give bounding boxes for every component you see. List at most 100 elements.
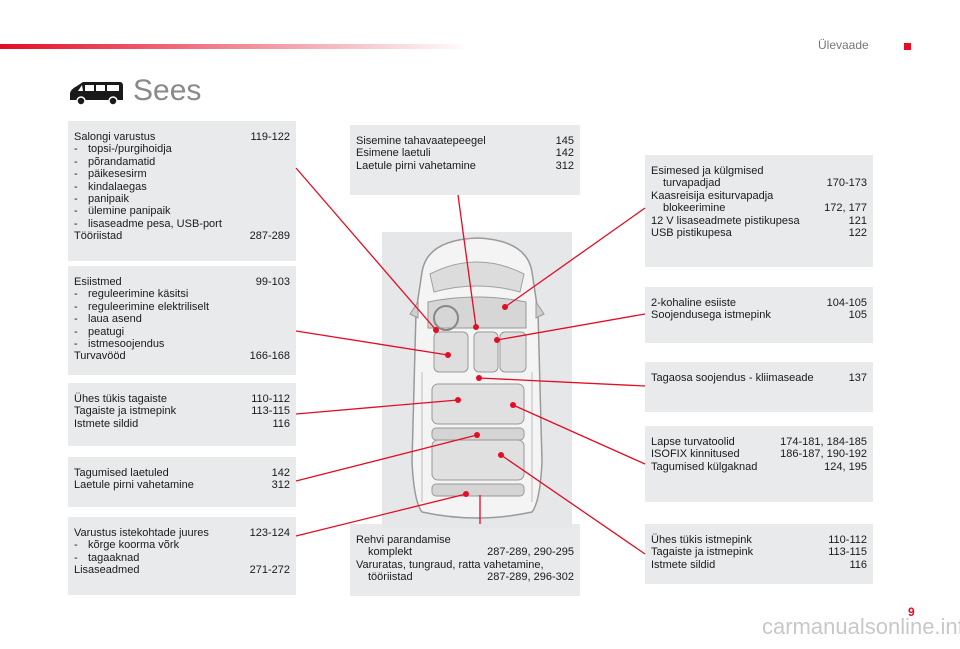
bullet-dash: - xyxy=(74,143,78,156)
sub-item: -laua asend xyxy=(74,313,290,325)
entry-row: Kaasreisija esiturvapadja xyxy=(651,190,867,202)
sub-item: -topsi-/purgihoidja xyxy=(74,143,290,155)
sub-item: -tagaaknad xyxy=(74,552,290,564)
bullet-dash: - xyxy=(74,338,78,351)
entry-label: Varustus istekohtade juures xyxy=(74,527,209,539)
page-reference: 113-115 xyxy=(251,405,290,418)
entry-label: Esimesed ja külgmised xyxy=(651,165,764,177)
page-reference: 312 xyxy=(271,479,290,492)
sub-item-label: lisaseadme pesa, USB-port xyxy=(88,217,222,230)
page-reference: 287-289 xyxy=(249,230,290,243)
sub-item: -ülemine panipaik xyxy=(74,205,290,217)
sub-item-label: topsi-/purgihoidja xyxy=(88,143,172,156)
page-reference: 104-105 xyxy=(826,297,867,309)
entry-row: Rehvi parandamise xyxy=(356,534,574,546)
page-reference: 287-289, 296-302 xyxy=(487,571,574,584)
page-reference: 116 xyxy=(849,558,867,571)
entry-row: USB pistikupesa 122 xyxy=(651,227,867,239)
entry-label: turvapadjad xyxy=(663,177,721,190)
entry-label: Istmete sildid xyxy=(651,558,716,571)
entry-label: ISOFIX kinnitused xyxy=(651,448,740,461)
entry-row: Laetule pirni vahetamine 312 xyxy=(356,160,574,172)
sub-item: -istmesoojendus xyxy=(74,338,290,350)
page-reference: 123-124 xyxy=(249,527,290,539)
section-label: Ülevaade xyxy=(818,38,869,52)
sub-item-label: reguleerimine elektriliselt xyxy=(88,300,210,313)
page-reference: 174-181, 184-185 xyxy=(780,436,867,448)
entry-label: Ühes tükis istmepink xyxy=(651,534,752,546)
entry-label: tööriistad xyxy=(368,571,413,584)
page-reference: 122 xyxy=(848,227,867,240)
page-reference: 172, 177 xyxy=(824,202,867,215)
entry-row: Tagaiste ja istmepink 113-115 xyxy=(74,405,290,417)
page-reference: 124, 195 xyxy=(824,460,867,473)
entry-label: Esiistmed xyxy=(74,276,122,288)
bullet-dash: - xyxy=(74,205,78,218)
entry-label: Kaasreisija esiturvapadja xyxy=(651,189,774,202)
entry-label: Tagumised külgaknad xyxy=(651,460,758,473)
entry-label: komplekt xyxy=(368,546,413,559)
entry-row: Lapse turvatoolid 174-181, 184-185 xyxy=(651,436,867,448)
sub-item: -panipaik xyxy=(74,193,290,205)
entry-label: Varuratas, tungraud, ratta vahetamine, xyxy=(356,558,544,571)
page-reference: 99-103 xyxy=(255,276,290,288)
sub-item-label: tagaaknad xyxy=(88,551,140,564)
page-reference: 312 xyxy=(555,159,574,172)
page-reference: 142 xyxy=(555,147,574,160)
entry-label: Tagaiste ja istmepink xyxy=(651,546,754,559)
entry-row: Tagaiste ja istmepink 113-115 xyxy=(651,546,867,558)
bullet-dash: - xyxy=(74,288,78,301)
entry-row: 2-kohaline esiiste 104-105 xyxy=(651,297,867,309)
entry-label: Lapse turvatoolid xyxy=(651,436,735,448)
bullet-dash: - xyxy=(74,217,78,230)
entry-row: Esimesed ja külgmised xyxy=(651,165,867,177)
sub-item-label: päikesesirm xyxy=(88,168,147,181)
entry-row: Varuratas, tungraud, ratta vahetamine, xyxy=(356,559,574,571)
entry-row: Turvavööd 166-168 xyxy=(74,350,290,362)
entry-label: Ühes tükis tagaiste xyxy=(74,393,167,405)
info-box-rear-heating: Tagaosa soojendus - kliimaseade 137 xyxy=(645,362,873,412)
sub-item-label: laua asend xyxy=(88,313,142,326)
entry-label: USB pistikupesa xyxy=(651,227,732,240)
entry-label: Tagaosa soojendus - kliimaseade xyxy=(651,372,814,384)
entry-label: Laetule pirni vahetamine xyxy=(74,479,194,492)
page-reference: 119-122 xyxy=(250,131,290,143)
page-reference: 113-115 xyxy=(828,546,867,559)
entry-label: Turvavööd xyxy=(74,350,126,363)
sub-item-label: põrandamatid xyxy=(88,155,156,168)
sub-item-label: panipaik xyxy=(88,193,129,206)
page-reference: 166-168 xyxy=(249,350,290,363)
sub-item: -peatugi xyxy=(74,326,290,338)
sub-item-label: ülemine panipaik xyxy=(88,205,171,218)
sub-item: -lisaseadme pesa, USB-port xyxy=(74,218,290,230)
van-icon xyxy=(70,82,123,106)
entry-row: Tagaosa soojendus - kliimaseade 137 xyxy=(651,372,867,384)
entry-label: Tagaiste ja istmepink xyxy=(74,405,177,418)
bullet-dash: - xyxy=(74,300,78,313)
watermark: carmanualsonline.info xyxy=(762,614,960,639)
entry-label: Laetule pirni vahetamine xyxy=(356,159,476,172)
entry-label: 2-kohaline esiiste xyxy=(651,297,736,309)
bullet-dash: - xyxy=(74,313,78,326)
page-reference: 287-289, 290-295 xyxy=(487,546,574,559)
page-title: Sees xyxy=(133,74,202,107)
page-reference: 142 xyxy=(271,467,290,479)
entry-label: Tööriistad xyxy=(74,230,123,243)
bullet-dash: - xyxy=(74,180,78,193)
entry-label: 12 V lisaseadmete pistikupesa xyxy=(651,214,800,227)
sub-item: -reguleerimine elektriliselt xyxy=(74,301,290,313)
page-number: 9 xyxy=(908,605,915,619)
page-reference: 137 xyxy=(848,372,867,384)
